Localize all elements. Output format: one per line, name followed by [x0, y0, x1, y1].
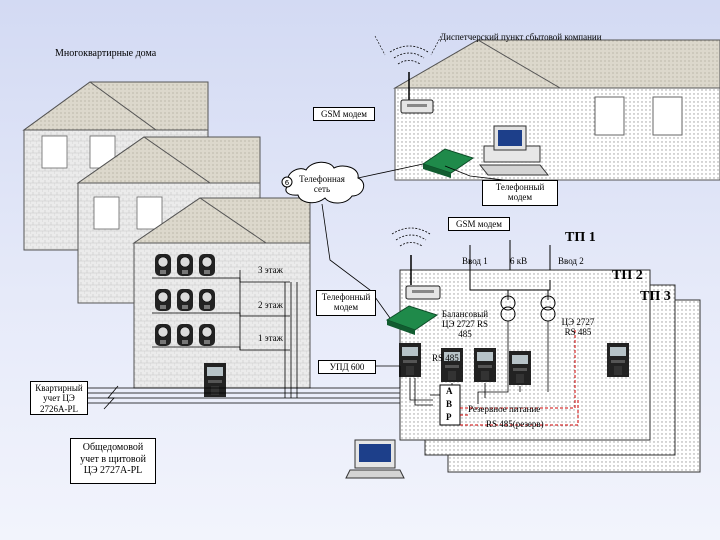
floor3-label: 3 этаж	[258, 265, 283, 275]
tp2-meter-icon	[607, 343, 629, 377]
phone-network-label: Телефонная сеть	[299, 174, 345, 194]
computer-icon	[478, 125, 550, 176]
input2-label: Ввод 2	[558, 256, 584, 266]
laptop-icon	[345, 439, 405, 479]
meter-right-label: ЦЭ 2727 RS 485	[561, 317, 595, 337]
apartment-meter-label: Квартирный учет ЦЭ 2726А-PL	[30, 381, 88, 415]
gsm-modem-tp1-icon	[405, 285, 441, 300]
common-meter-label: Общедомовой учет в щитовой ЦЭ 2727А-PL	[70, 438, 156, 484]
antenna-tp1-icon	[391, 227, 431, 285]
reserve-lines	[460, 330, 579, 426]
phone-modem-right-label: Телефонный модем	[482, 180, 558, 206]
avr-box	[439, 384, 461, 426]
dispatch-title: Диспетчерский пункт сбытовой компании	[440, 32, 602, 42]
balance-meter-label: Балансовый ЦЭ 2727 RS 485	[441, 309, 489, 339]
avr-r: Р	[446, 412, 452, 422]
rs485-label: RS 485	[432, 353, 459, 363]
tp3-label: ТП 3	[640, 289, 671, 304]
phone-network-cloud-icon	[285, 161, 365, 204]
houses-title: Многоквартирные дома	[55, 48, 157, 59]
avr-a: А	[446, 386, 453, 396]
upd-label: УПД 600	[318, 360, 376, 374]
reserve-power-label: Резервное питание	[468, 404, 541, 414]
tp1-meter-right-icon	[509, 351, 531, 385]
phone-modem-left-label: Телефонный модем	[316, 290, 376, 316]
floor1-label: 1 этаж	[258, 333, 283, 343]
tp1-label: ТП 1	[565, 230, 596, 245]
apartment-meters	[154, 253, 216, 347]
common-meter-icon	[204, 363, 226, 397]
antenna-icon	[374, 35, 442, 100]
phone-modem-tp1-icon	[385, 305, 439, 335]
floor2-label: 2 этаж	[258, 300, 283, 310]
gsm-modem-mid-label: GSM модем	[448, 217, 510, 231]
input1-label: Ввод 1	[462, 256, 488, 266]
tp1-meter-left-icon	[399, 343, 421, 377]
tp2-label: ТП 2	[612, 268, 643, 283]
rs485-reserve-label: RS 485(резерв)	[486, 419, 544, 429]
svg-text:6: 6	[285, 179, 290, 187]
gsm-modem-top-icon	[400, 99, 434, 114]
avr-v: В	[446, 399, 453, 409]
gsm-modem-top-label: GSM модем	[313, 107, 375, 121]
kv-label: 6 кВ	[510, 256, 528, 266]
phone-jack-icon: 6	[281, 176, 293, 188]
phone-modem-top-icon	[421, 148, 475, 178]
tp1-meter-middle-icon	[474, 348, 496, 382]
